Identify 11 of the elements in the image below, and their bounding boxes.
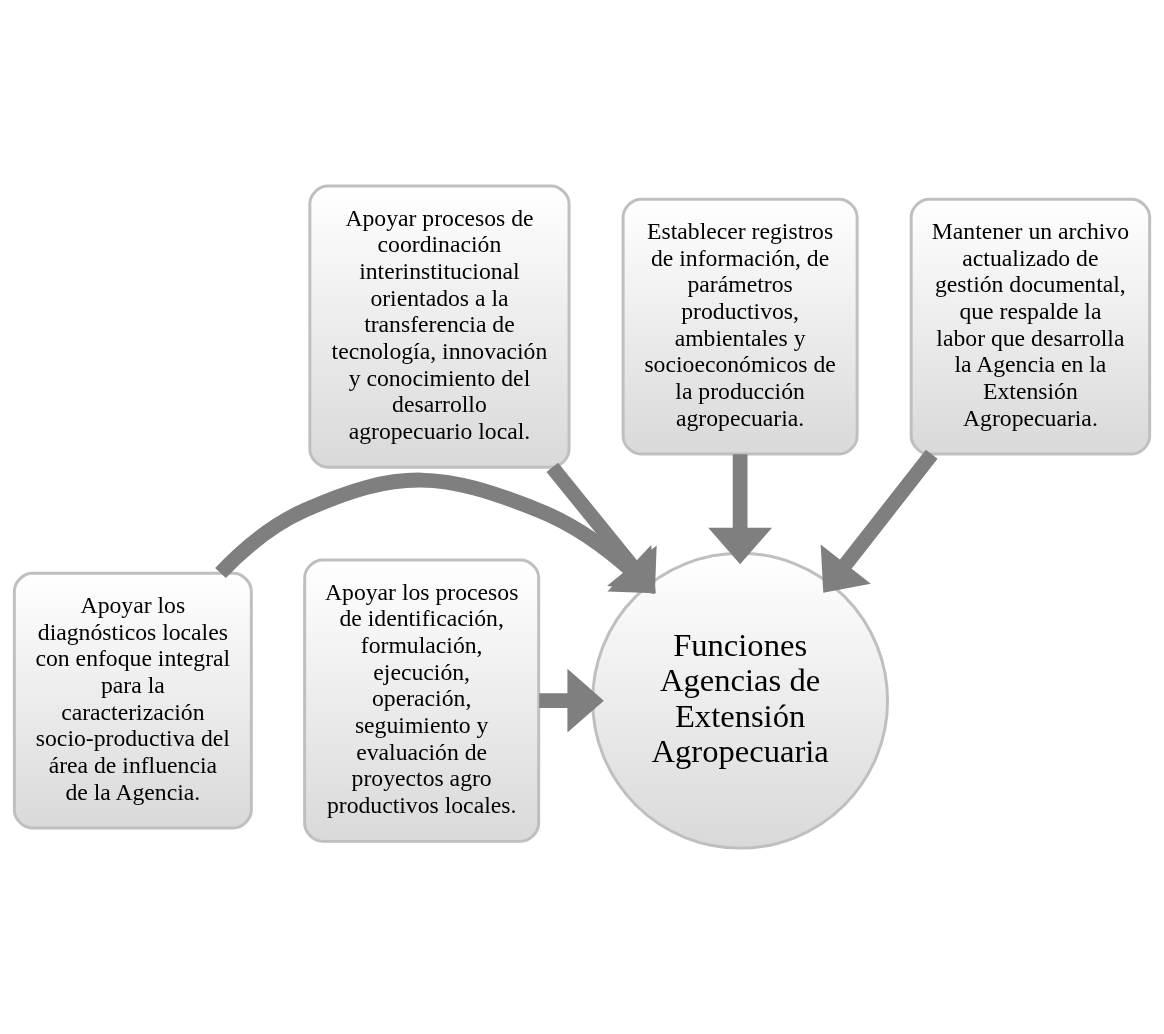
- node-box: Establecer registros de información, de parámetros productivos, ambientales y socioeconómicos de la producción agropecuaria.: [621, 197, 859, 456]
- node-box: Mantener un archivo actualizado de gestión documental, que respalde la labor que desarrolla la Agencia en la Extensión Agropecuaria.: [909, 197, 1152, 456]
- node-box: Apoyar los diagnósticos locales con enfoque integral para la caracterización socio-productiva del área de influencia de la Agencia.: [12, 571, 253, 830]
- arrow: [215, 472, 656, 594]
- node-circle: Funciones Agencias de Extensión Agropecuaria: [591, 551, 890, 850]
- arrow: [546, 462, 657, 594]
- node-box: Apoyar procesos de coordinación interinstitucional orientados a la transferencia de tecnología, innovación y conocimiento del desarrollo agropecuario local.: [308, 184, 571, 469]
- arrow: [820, 449, 938, 593]
- arrow: [708, 454, 772, 565]
- arrow: [539, 668, 604, 733]
- node-box: Apoyar los procesos de identificación, formulación, ejecución, operación, seguimiento y evaluación de proyectos agro productivos locales.: [303, 558, 541, 843]
